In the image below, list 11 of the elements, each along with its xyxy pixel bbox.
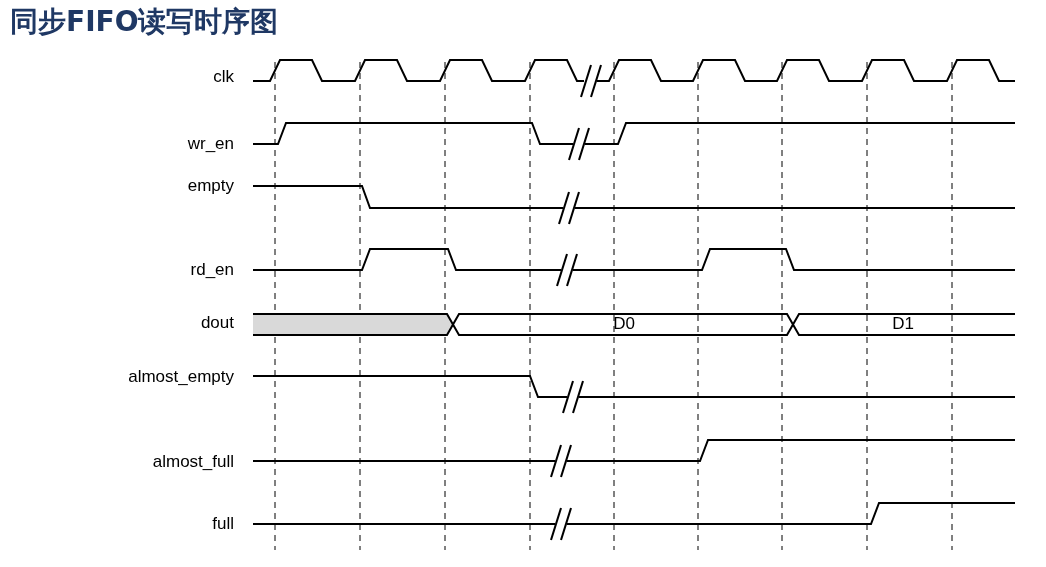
signal-name: empty	[187, 176, 234, 196]
signal-name: almost_full	[152, 452, 234, 472]
data-value: D0	[613, 314, 635, 334]
signal-name: dout	[200, 313, 234, 333]
signal-name: full	[212, 514, 234, 534]
diagram-title: 同步FIFO读写时序图	[10, 4, 279, 40]
signal-name: clk	[213, 67, 234, 87]
data-value: D1	[892, 314, 914, 334]
signal-name: almost_empty	[128, 367, 234, 387]
signal-name: wr_en	[187, 134, 234, 154]
signal-name: rd_en	[190, 260, 234, 280]
